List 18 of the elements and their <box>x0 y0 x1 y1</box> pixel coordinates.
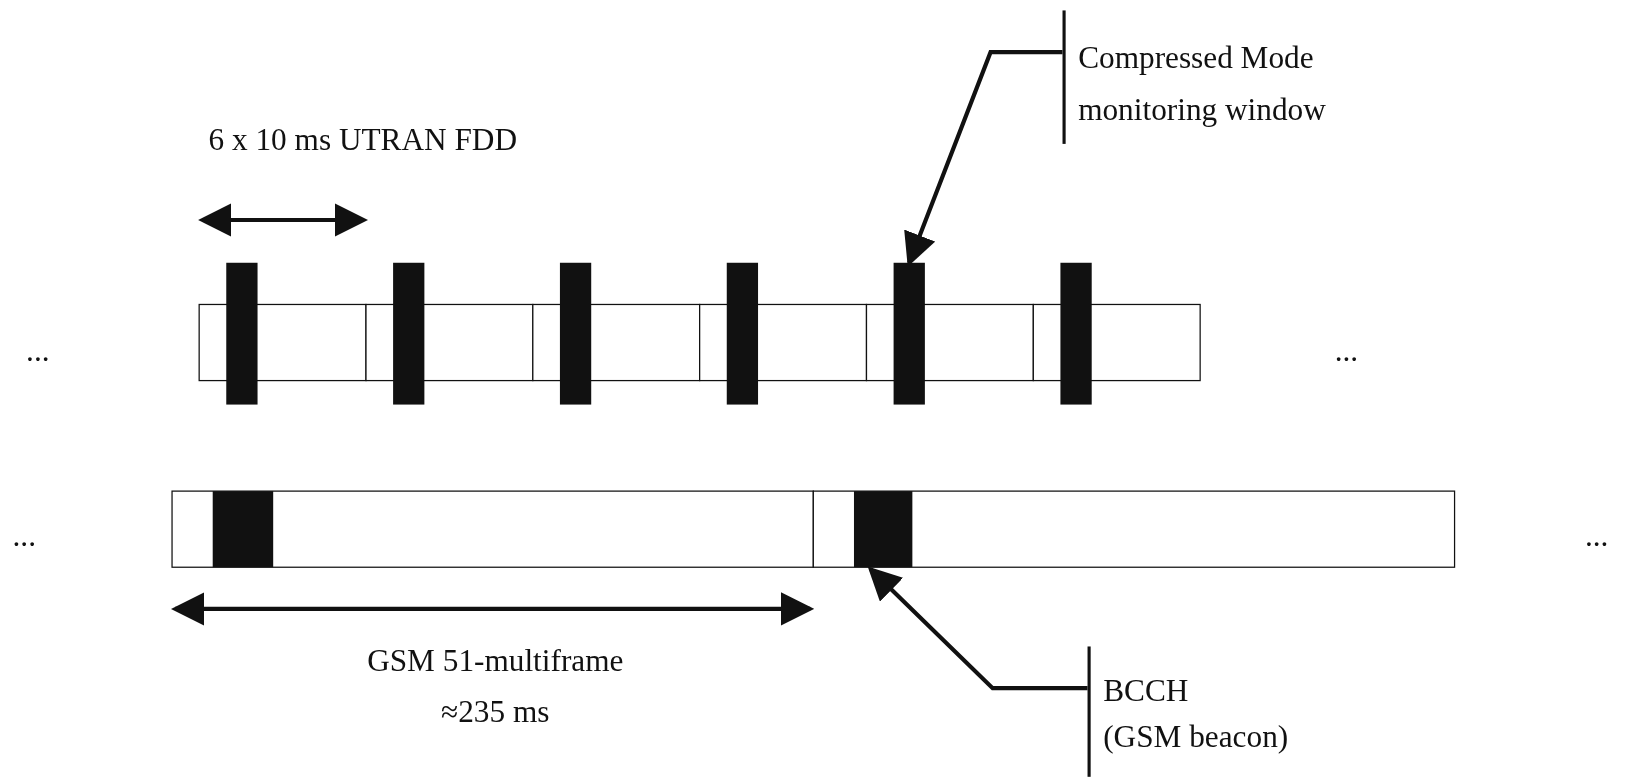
gap-bar <box>226 262 258 405</box>
ellipsis: ... <box>1334 331 1359 370</box>
gap-bar <box>1060 262 1092 405</box>
gap-bar <box>726 262 759 405</box>
callout-text: BCCH <box>1102 671 1190 709</box>
burst-block <box>212 491 274 568</box>
dimension-label: 6 x 10 ms UTRAN FDD <box>208 121 518 159</box>
ellipsis: ... <box>1584 517 1609 555</box>
callout-text: (GSM beacon) <box>1102 717 1290 756</box>
gap-bar <box>893 262 925 405</box>
gap-bar <box>559 262 592 405</box>
ellipsis: ... <box>12 517 36 555</box>
burst-block <box>853 491 913 568</box>
dimension-label: GSM 51-multiframe ≈235 ms <box>366 642 625 730</box>
leader-arrow <box>867 566 1088 691</box>
gap-bar <box>393 262 425 405</box>
ellipsis: ... <box>26 331 50 370</box>
callout-text: Compressed Mode monitoring window <box>1077 38 1327 129</box>
